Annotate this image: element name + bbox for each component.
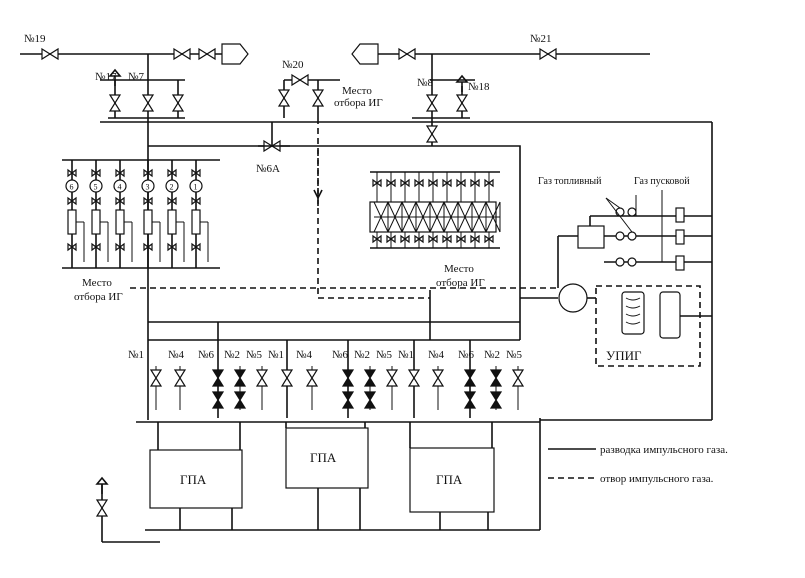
label-v2-a: №2 — [224, 349, 240, 361]
gauge-number: 1 — [194, 183, 198, 192]
legend-dashed-label: отвор импульсного газа. — [600, 473, 714, 485]
valve-bottom — [385, 366, 399, 410]
label-valve-6a: №6А — [256, 163, 280, 175]
fuel-gas-section — [557, 190, 712, 288]
label-gpa-1: ГПА — [180, 472, 207, 487]
valve-bottom — [280, 366, 294, 410]
label-v6-b: №6 — [332, 349, 348, 361]
label-mesto-left-1: Место — [82, 277, 112, 289]
label-v1-b: №1 — [268, 349, 284, 361]
label-valve-8: №8 — [417, 77, 433, 89]
label-upig: УПИГ — [606, 348, 642, 363]
valve-bottom — [511, 366, 525, 410]
gauge-column: 5 — [89, 160, 109, 268]
gauge-column: 1 — [189, 160, 209, 268]
legend-solid-label: разводка импульсного газа. — [600, 444, 728, 456]
label-v5-c: №5 — [506, 349, 522, 361]
label-valve-17: №17 — [95, 71, 117, 83]
gauge-column: 4 — [113, 160, 133, 268]
valve-bottom — [463, 366, 477, 410]
label-v4-b: №4 — [296, 349, 312, 361]
label-valve-19: №19 — [24, 33, 46, 45]
label-v1-c: №1 — [398, 349, 414, 361]
label-v5-b: №5 — [376, 349, 392, 361]
label-valve-20: №20 — [282, 59, 304, 71]
center-valve-block — [369, 171, 501, 249]
label-v6-a: №6 — [198, 349, 214, 361]
valve-bottom — [233, 366, 247, 410]
label-valve-7: №7 — [128, 71, 144, 83]
gauge-number: 4 — [118, 183, 122, 192]
valve-bottom — [431, 366, 445, 410]
valve-bottom — [305, 366, 319, 410]
label-mesto-center-2: отбора ИГ — [436, 277, 485, 289]
valve-21 — [539, 48, 557, 60]
label-valve-18: №18 — [468, 81, 490, 93]
valve-bottom — [211, 366, 225, 410]
label-mesto-center-1: Место — [444, 263, 474, 275]
gauge-number: 2 — [170, 183, 174, 192]
gpa-unit-2 — [285, 422, 369, 530]
label-gpa-2: ГПА — [310, 450, 337, 465]
upig-box — [595, 285, 701, 367]
valve-19 — [41, 48, 59, 60]
label-v2-c: №2 — [484, 349, 500, 361]
label-mesto-left-2: отбора ИГ — [74, 291, 123, 303]
label-v2-b: №2 — [354, 349, 370, 361]
valve-bottom — [341, 366, 355, 410]
top-main-line-right — [351, 43, 650, 65]
left-instrument-panel: 6 5 4 3 2 1 — [62, 159, 220, 269]
receiver-circle — [558, 283, 588, 313]
label-v4-c: №4 — [428, 349, 444, 361]
gauge-column: 6 — [65, 160, 85, 268]
valve-bottom — [489, 366, 503, 410]
gpa-unit-1 — [149, 422, 243, 530]
top-main-line-left — [20, 43, 249, 65]
valve-bottom — [255, 366, 269, 410]
left-plug-symbol — [221, 43, 249, 65]
label-gas-start: Газ пусковой — [634, 176, 690, 187]
gauge-column: 2 — [165, 160, 185, 268]
label-gas-fuel: Газ топливный — [538, 176, 602, 187]
label-v4-a: №4 — [168, 349, 184, 361]
label-gpa-3: ГПА — [436, 472, 463, 487]
valve-bottom — [407, 366, 421, 410]
gpa-unit-3 — [409, 422, 495, 530]
label-mesto-top-1: Место — [342, 85, 372, 97]
gauge-number: 3 — [146, 183, 150, 192]
label-v5-a: №5 — [246, 349, 262, 361]
valve-bottom — [149, 366, 163, 410]
label-mesto-top-2: отбора ИГ — [334, 97, 383, 109]
right-plug-symbol — [351, 43, 379, 65]
gauge-column: 3 — [141, 160, 161, 268]
gauge-number: 6 — [70, 183, 74, 192]
label-v1-a: №1 — [128, 349, 144, 361]
label-valve-21: №21 — [530, 33, 552, 45]
gauge-number: 5 — [94, 183, 98, 192]
valve-bottom — [173, 366, 187, 410]
label-v6-c: №6 — [458, 349, 474, 361]
valve-bottom — [363, 366, 377, 410]
